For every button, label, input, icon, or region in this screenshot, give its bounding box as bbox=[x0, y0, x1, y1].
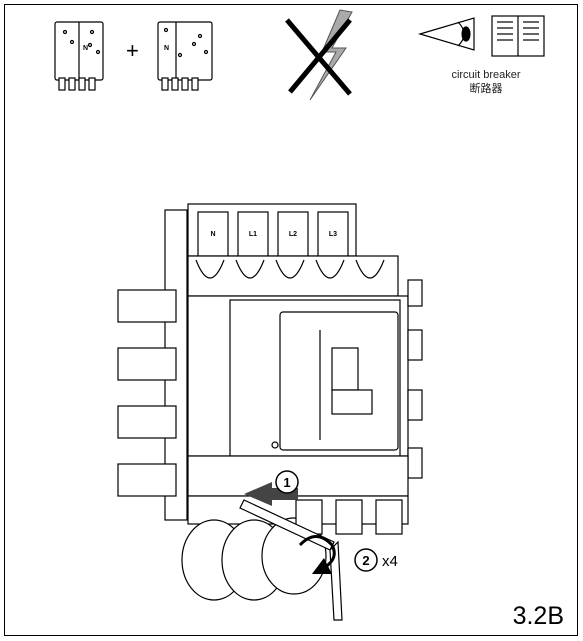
phase-label-l1: L1 bbox=[249, 231, 257, 238]
step1-badge bbox=[275, 470, 299, 494]
phase-label-l3: L3 bbox=[329, 231, 337, 238]
step1-number: 1 bbox=[283, 475, 290, 490]
reference-caption: circuit breaker bbox=[451, 69, 520, 81]
step2-badge bbox=[354, 548, 378, 572]
neutral-label-right: N bbox=[164, 45, 169, 52]
neutral-label-left: N bbox=[83, 45, 88, 52]
config-3p-icon bbox=[54, 21, 104, 91]
no-power-warning-icon bbox=[285, 9, 353, 101]
figure-number: 3.2B bbox=[513, 602, 564, 630]
circuit-breaker-drawing bbox=[117, 203, 423, 601]
phase-label-l2: L2 bbox=[289, 231, 297, 238]
read-manual-icon bbox=[417, 15, 545, 57]
repeat-count: x4 bbox=[382, 553, 398, 570]
step2-number: 2 bbox=[362, 553, 369, 568]
phase-label-n: N bbox=[210, 231, 215, 238]
config-4p-icon bbox=[157, 21, 213, 91]
plus-sign: + bbox=[126, 38, 139, 63]
reference-caption-cn: 断路器 bbox=[470, 81, 503, 95]
figure-frame bbox=[4, 4, 578, 636]
rotation-arrow-icon bbox=[298, 535, 336, 575]
